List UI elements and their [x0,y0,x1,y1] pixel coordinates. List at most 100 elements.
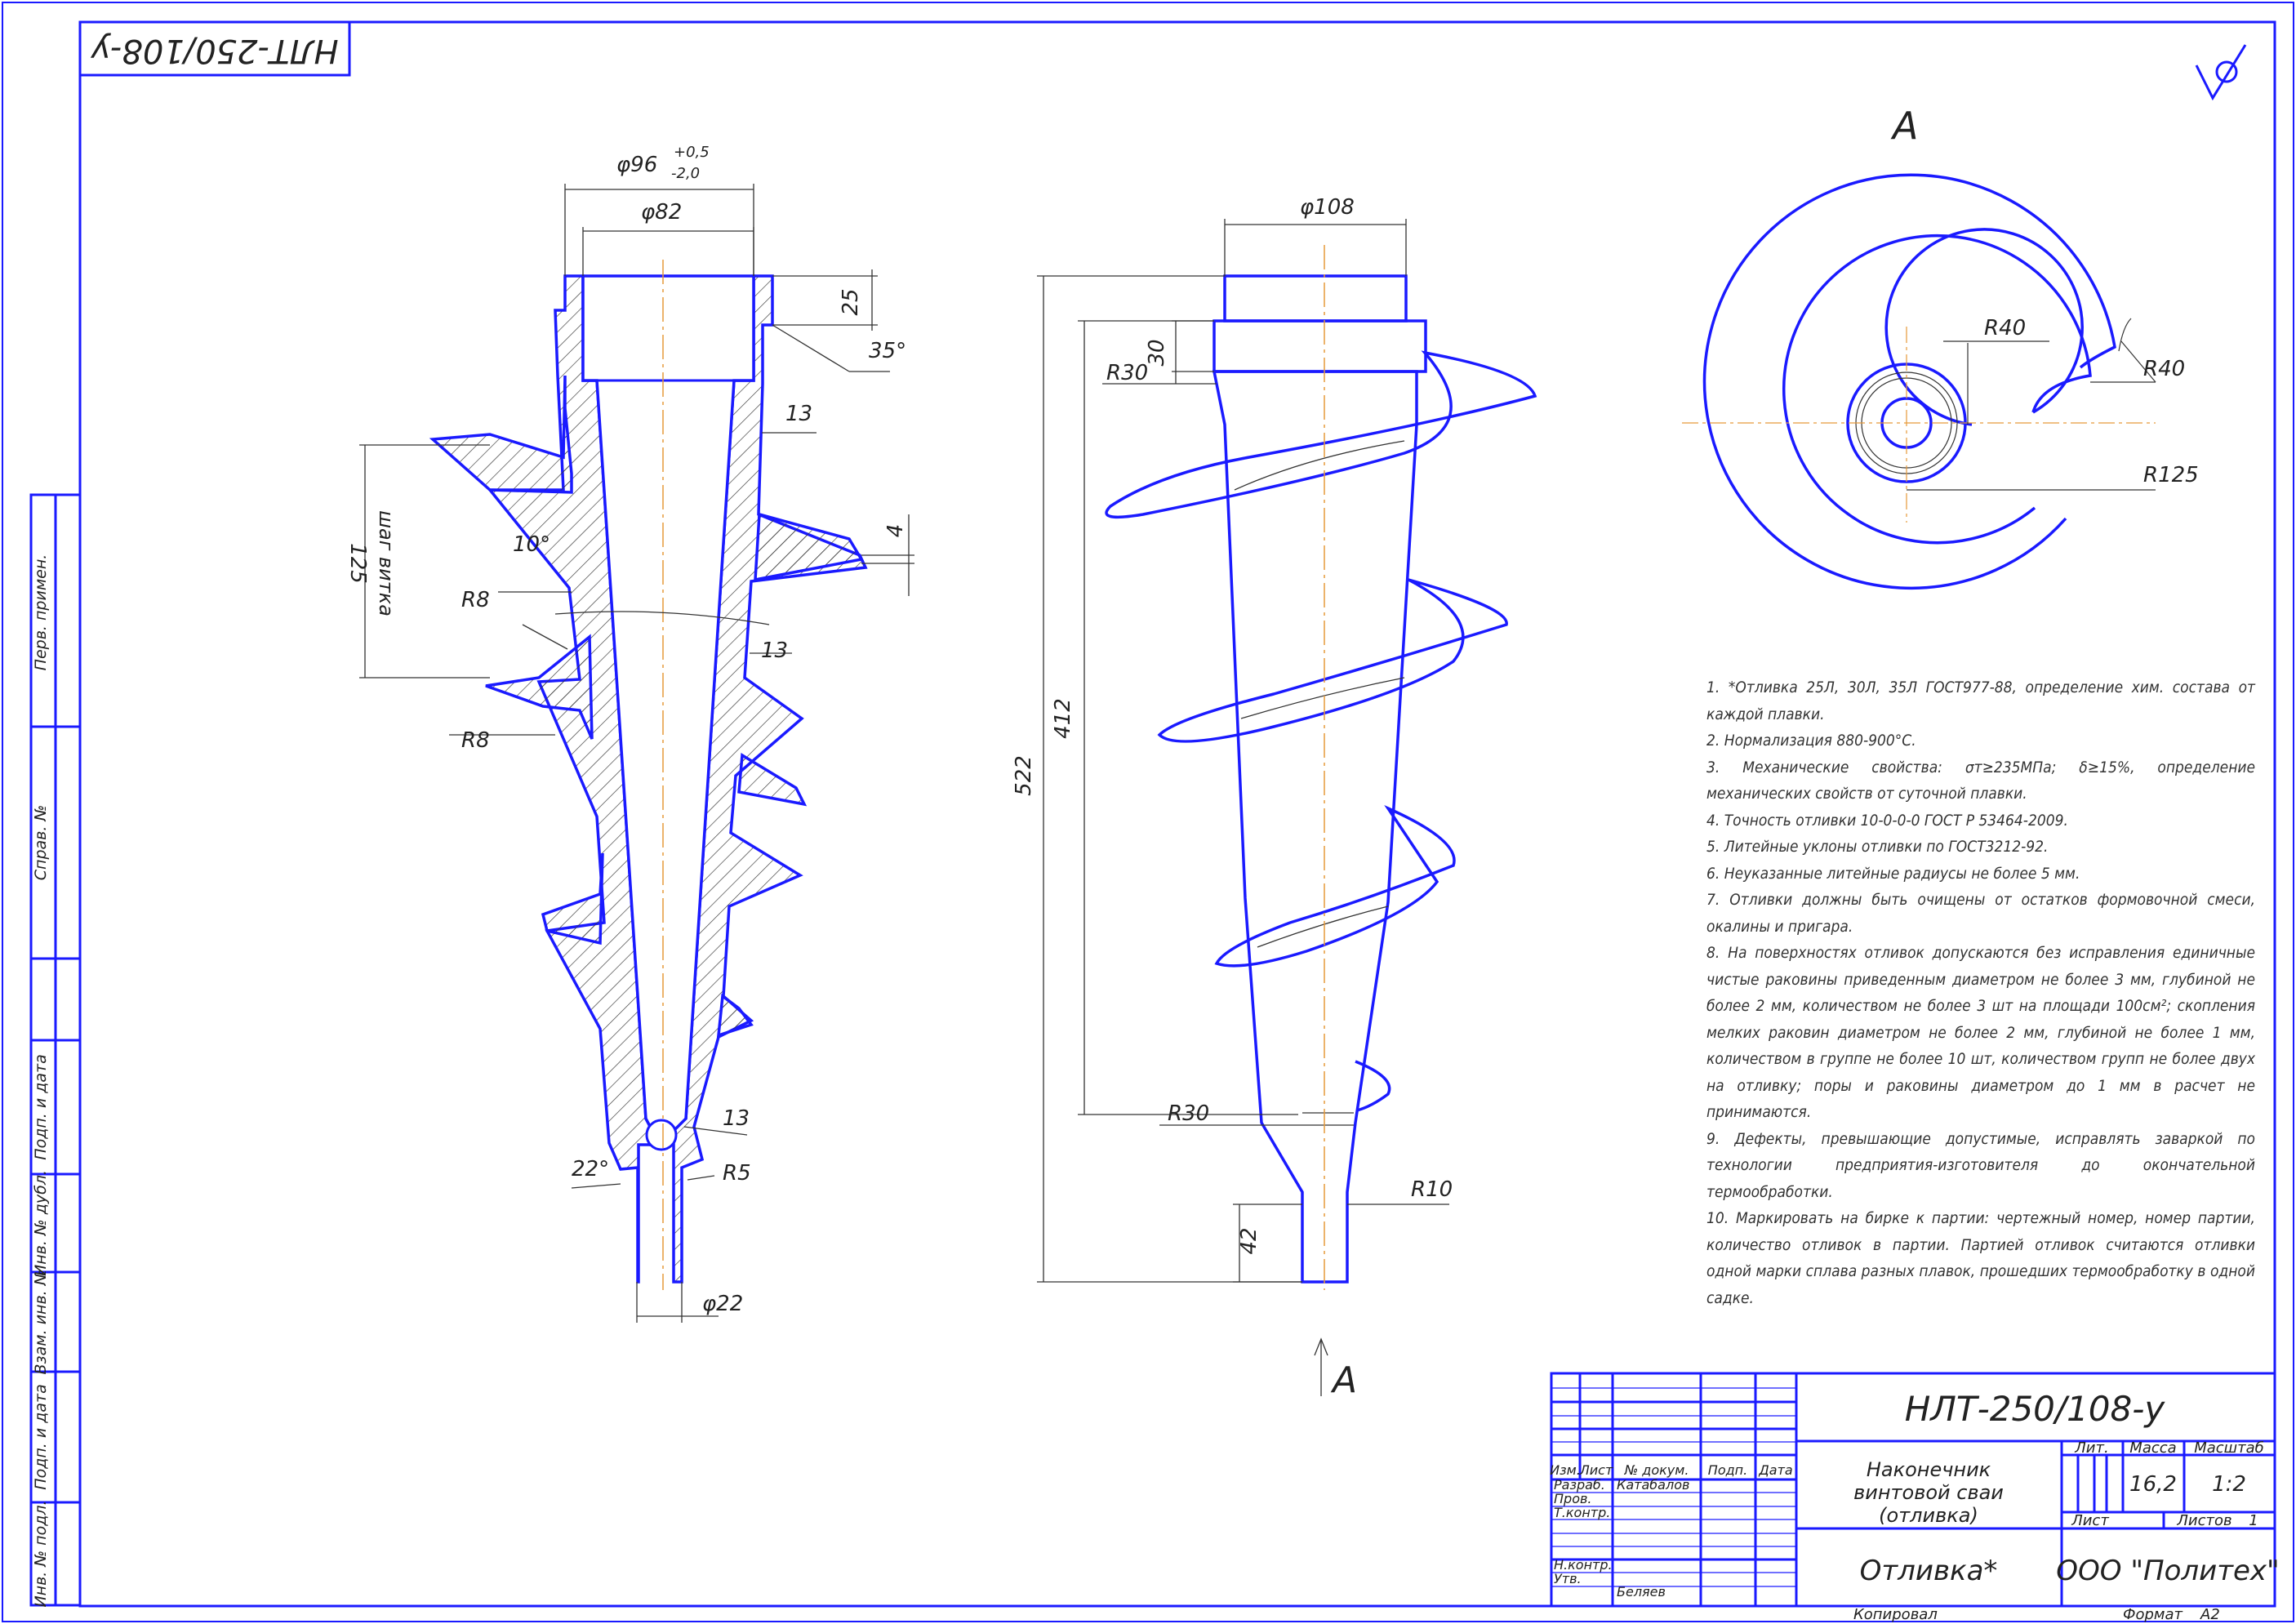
view-a-spiral-mid [1782,234,2092,545]
section-arrow-label: A [1330,1359,1357,1401]
svg-text:φ96: φ96 [616,153,657,177]
svg-text:Копировал: Копировал [1853,1606,1938,1623]
svg-text:R30: R30 [1106,361,1148,385]
svg-text:Справ. №: Справ. № [32,805,50,880]
svg-text:φ108: φ108 [1300,195,1355,220]
helix-flight-4 [1355,1060,1391,1112]
note-item: 7. Отливки должны быть очищены от остатк… [1706,891,2255,936]
svg-text:R30: R30 [1168,1101,1209,1126]
svg-text:25: 25 [839,288,863,315]
side-view-body [1212,370,1418,1284]
svg-text:φ82: φ82 [641,200,682,225]
svg-text:R40: R40 [1984,316,2026,340]
svg-text:Изм.: Изм. [1550,1462,1581,1478]
svg-text:Лит.: Лит. [2074,1439,2108,1457]
view-a-spiral-inner [1884,228,2084,426]
svg-text:Инв. № дубл.: Инв. № дубл. [32,1170,50,1276]
svg-text:винтовой сваи: винтовой сваи [1853,1481,2004,1504]
svg-text:522: 522 [1012,755,1036,796]
view-a: A R40 R40 R125 [1682,104,2199,590]
svg-text:Взам. инв. №: Взам. инв. № [32,1269,50,1374]
note-item: 5. Литейные уклоны отливки по ГОСТ3212-9… [1706,838,2049,856]
top-stamp-code: НЛТ-250/108-у [90,32,339,69]
right-fin-1 [754,512,864,582]
svg-text:R40: R40 [2143,357,2185,381]
svg-text:10°: 10° [513,532,550,557]
note-item: 6. Неуказанные литейные радиусы не более… [1706,864,2080,883]
svg-text:Утв.: Утв. [1554,1571,1582,1586]
side-view [1105,274,1537,1284]
svg-text:35°: 35° [869,339,906,363]
svg-text:Беляев: Беляев [1617,1584,1666,1600]
note-item: 3. Механические свойства: σт≥235МПа; δ≥1… [1706,758,2255,803]
svg-text:1: 1 [2249,1512,2258,1529]
svg-text:R5: R5 [723,1161,751,1186]
svg-text:Т.контр.: Т.контр. [1554,1505,1610,1520]
section-view: φ96 +0,5 -2,0 φ82 25 35° 13 125 шаг витк… [345,144,914,1323]
svg-text:R10: R10 [1411,1177,1453,1202]
note-item: 4. Точность отливки 10-0-0-0 ГОСТ Р 5346… [1706,811,2068,830]
svg-text:Лист: Лист [2071,1512,2109,1529]
technical-notes: 1. *Отливка 25Л, 30Л, 35Л ГОСТ977-88, оп… [1706,674,2255,1311]
left-fin-3 [541,852,604,945]
svg-text:22°: 22° [572,1157,609,1181]
svg-text:Масштаб: Масштаб [2194,1439,2264,1457]
svg-text:412: 412 [1051,698,1075,739]
svg-text:Н.контр.: Н.контр. [1554,1557,1613,1573]
title-block [1550,1372,2276,1608]
svg-text:Катабалов: Катабалов [1617,1477,1689,1493]
svg-text:(отливка): (отливка) [1879,1504,1978,1527]
svg-text:Разраб.: Разраб. [1554,1477,1605,1493]
svg-text:Листов: Листов [2176,1512,2231,1529]
svg-text:шаг витка: шаг витка [375,510,398,616]
left-fin-1 [429,375,573,494]
svg-text:R8: R8 [461,588,490,612]
svg-text:1:2: 1:2 [2212,1472,2246,1497]
left-fin-2 [485,634,594,740]
svg-text:+0,5: +0,5 [674,144,710,161]
side-view-dimensions [1037,219,1449,1396]
note-item: 2. Нормализация 880-900°С. [1706,732,1916,750]
svg-text:R125: R125 [2143,463,2199,487]
right-fin-3 [716,993,754,1038]
svg-text:Отливка*: Отливка* [1860,1555,1998,1587]
svg-text:30: 30 [1145,339,1169,366]
svg-text:Инв. № подл.: Инв. № подл. [32,1500,50,1607]
right-fin-2 [737,753,808,807]
svg-text:16,2: 16,2 [2129,1472,2177,1497]
svg-text:R8: R8 [461,728,490,753]
view-a-title: A [1890,104,1918,148]
svg-text:125: 125 [345,543,370,584]
svg-text:Подп.: Подп. [1708,1462,1747,1478]
svg-text:Пров.: Пров. [1554,1491,1592,1506]
svg-text:φ22: φ22 [702,1292,743,1316]
view-a-spiral-outer [1702,173,2116,590]
svg-text:Формат: Формат [2123,1606,2183,1623]
side-stamp-labels: Перв. примен. Справ. № Подп. и дата Инв.… [32,554,50,1608]
note-item: 1. *Отливка 25Л, 30Л, 35Л ГОСТ977-88, оп… [1706,679,2255,723]
roughness-check-icon [2195,44,2247,101]
svg-text:Дата: Дата [1758,1462,1792,1478]
note-item: 8. На поверхностях отливок допускаются б… [1706,944,2255,1121]
helix-flight-1 [1105,350,1537,519]
svg-text:НЛТ-250/108-у: НЛТ-250/108-у [1905,1389,2166,1429]
svg-text:Подп. и дата: Подп. и дата [32,1054,50,1159]
svg-text:13: 13 [785,402,812,426]
side-view-head [1213,319,1427,373]
title-block-lines-thin [1551,1387,1796,1587]
note-item: 9. Дефекты, превышающие допустимые, испр… [1706,1129,2255,1201]
top-stamp: НЛТ-250/108-у [78,20,351,77]
svg-text:42: 42 [1237,1227,1261,1254]
helix-flight-2 [1157,578,1508,743]
svg-text:13: 13 [723,1106,750,1131]
svg-text:ООО "Политех": ООО "Политех" [2056,1555,2279,1587]
side-view-collar [1223,274,1408,323]
svg-text:№ докум.: № докум. [1624,1462,1689,1478]
note-item: 10. Маркировать на бирке к партии: черте… [1706,1209,2255,1307]
svg-text:Лист: Лист [1579,1462,1613,1478]
side-stamp-column [29,493,82,1607]
svg-text:Перв. примен.: Перв. примен. [32,554,50,671]
title-block-texts: НЛТ-250/108-у Изм. Лист № докум. Подп. Д… [1550,1389,2280,1623]
